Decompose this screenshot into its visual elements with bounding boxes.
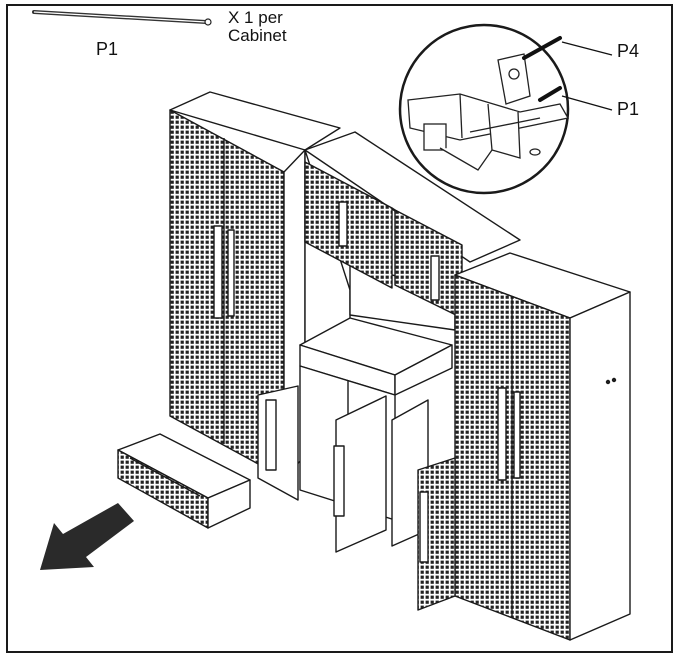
part-label-p1-top: P1 bbox=[96, 39, 119, 59]
rod-part-p1 bbox=[32, 10, 212, 26]
right-tall-cabinet bbox=[454, 252, 631, 641]
right-open-door bbox=[417, 457, 456, 611]
bracket-detail bbox=[407, 53, 570, 171]
quantity-note: X 1 per Cabinet bbox=[228, 9, 287, 45]
detail-callout-circle bbox=[398, 23, 613, 195]
arrow-down-left-icon bbox=[40, 503, 134, 570]
part-label-p1-detail: P1 bbox=[617, 99, 640, 119]
base-cabinet-top bbox=[299, 317, 453, 396]
leader-line-p1 bbox=[561, 95, 613, 111]
quantity-line-1: X 1 per bbox=[228, 8, 283, 27]
leader-line-p4 bbox=[561, 41, 613, 56]
quantity-line-2: Cabinet bbox=[228, 25, 287, 45]
part-label-p4: P4 bbox=[617, 41, 640, 61]
upper-wall-cabinets bbox=[304, 131, 521, 319]
drawer bbox=[117, 433, 251, 529]
